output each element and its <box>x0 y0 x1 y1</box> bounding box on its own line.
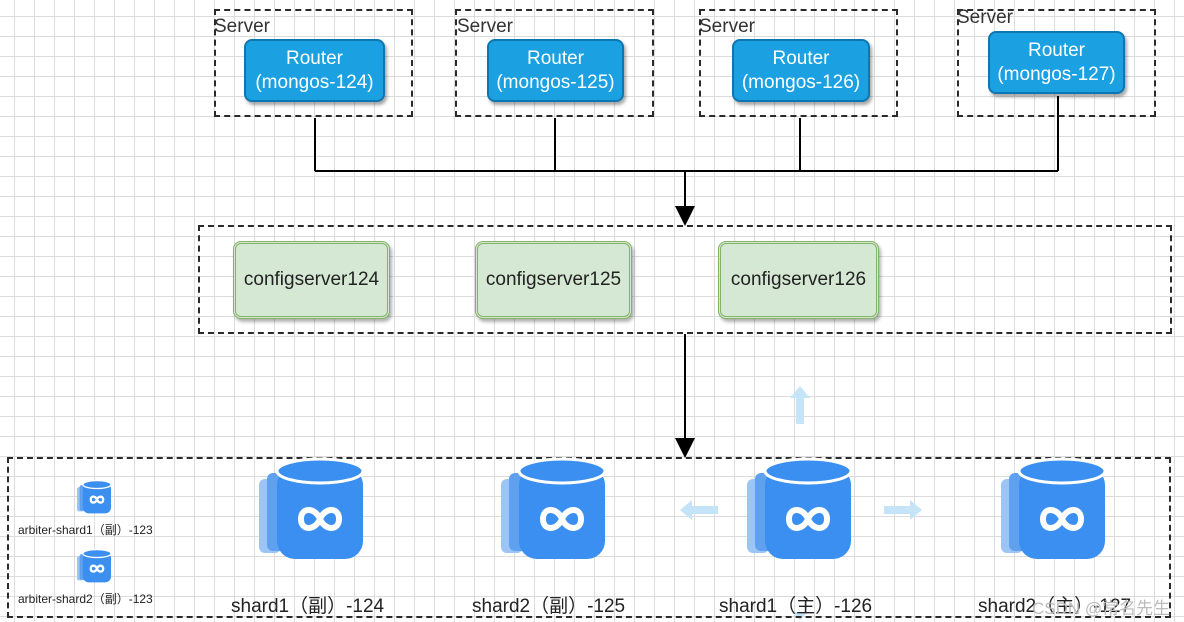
server-label-3: Server <box>699 16 755 37</box>
router-name: (mongos-126) <box>741 71 861 93</box>
config-server-group <box>198 225 1172 334</box>
shard-label-1: shard1（副）-124 <box>231 596 385 617</box>
shard-group <box>7 457 1171 618</box>
faded-right-arrow <box>884 500 922 520</box>
shard-db-icon-3 <box>746 457 858 572</box>
router-title: Router <box>1027 39 1086 61</box>
shard-label-2: shard2（副）-125 <box>472 596 626 617</box>
router-title: Router <box>526 47 585 69</box>
server-box-4 <box>957 9 1156 117</box>
config-server-124[interactable]: configserver124 <box>233 241 390 319</box>
shard-db-icon-2 <box>500 457 612 572</box>
arbiter-db-icon-1 <box>77 480 113 521</box>
router-mongos-125[interactable]: Router (mongos-125) <box>487 39 624 102</box>
router-mongos-124[interactable]: Router (mongos-124) <box>244 39 385 102</box>
config-server-125[interactable]: configserver125 <box>475 241 632 319</box>
arbiter-label-1: arbiter-shard1（副）-123 <box>18 523 153 537</box>
shard-db-icon-4 <box>1000 457 1112 572</box>
router-title: Router <box>772 47 830 69</box>
faded-left-arrow <box>680 500 718 520</box>
server-box-3 <box>699 9 898 117</box>
router-name: (mongos-124) <box>255 71 374 93</box>
shard-db-icon-1 <box>258 457 370 572</box>
arbiter-label-2: arbiter-shard2（副）-123 <box>18 592 153 606</box>
server-box-1 <box>214 9 413 117</box>
shard-label-3: shard1（主）-126 <box>719 596 873 617</box>
faded-up-arrow <box>790 386 810 424</box>
server-label-1: Server <box>214 16 270 37</box>
router-name: (mongos-125) <box>496 71 615 93</box>
config-server-126[interactable]: configserver126 <box>718 241 879 319</box>
arbiter-db-icon-2 <box>77 549 113 590</box>
server-box-2 <box>455 9 654 117</box>
server-label-2: Server <box>457 16 513 37</box>
server-label-4: Server <box>957 7 1013 28</box>
router-mongos-126[interactable]: Router (mongos-126) <box>732 39 870 102</box>
shard-label-4: shard2（主）-127 <box>978 596 1132 617</box>
watermark: CSDN @常名先生 <box>1032 599 1171 618</box>
router-name: (mongos-127) <box>997 63 1116 85</box>
router-mongos-127[interactable]: Router (mongos-127) <box>988 31 1125 94</box>
router-title: Router <box>285 47 344 69</box>
